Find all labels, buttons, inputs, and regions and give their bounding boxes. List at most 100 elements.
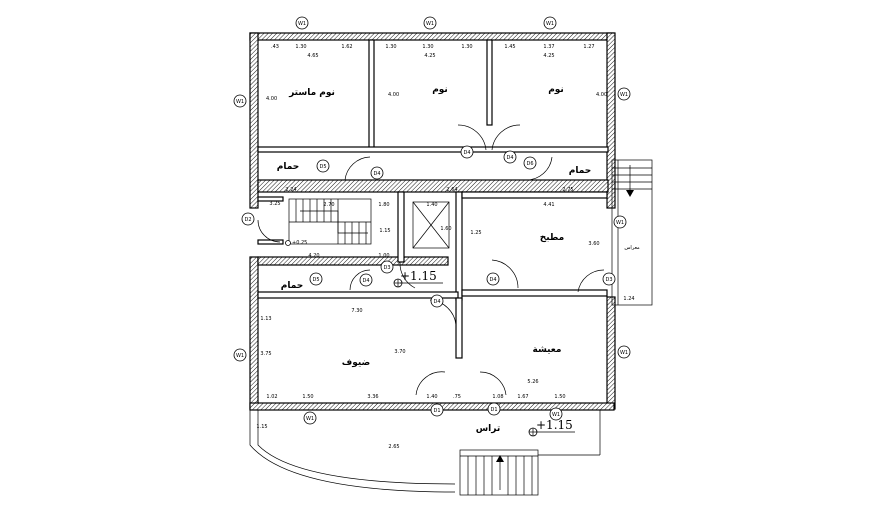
staircase (288, 198, 450, 249)
svg-text:3.25: 3.25 (269, 201, 280, 207)
tag-d1-1: D1 (430, 403, 444, 417)
tag-d3-1: D3 (380, 260, 394, 274)
svg-text:D5: D5 (312, 277, 319, 283)
room-label-bath-3: حمام (281, 281, 304, 291)
level-mark-1: +1.15 (400, 269, 437, 283)
room-label-master: نوم ماستر (288, 88, 335, 98)
svg-text:D4: D4 (362, 278, 369, 284)
svg-text:2.64: 2.64 (446, 187, 457, 193)
svg-text:2.70: 2.70 (323, 202, 334, 208)
svg-text:4.65: 4.65 (307, 53, 318, 59)
svg-text:W1: W1 (236, 99, 244, 105)
side-steps (611, 159, 653, 306)
svg-text:1.08: 1.08 (492, 394, 503, 400)
svg-text:W1: W1 (620, 350, 628, 356)
svg-text:W1: W1 (546, 21, 554, 27)
svg-text:4.25: 4.25 (543, 53, 554, 59)
svg-text:7.30: 7.30 (351, 308, 362, 314)
door-swings (257, 124, 605, 396)
svg-text:1.24: 1.24 (623, 296, 634, 302)
tag-w1-top-3: W1 (543, 16, 557, 30)
room-label-side: معراس (624, 245, 640, 251)
room-label-terrace: تراس (476, 424, 500, 434)
tag-d3-2: D3 (602, 272, 616, 286)
svg-text:1.30: 1.30 (422, 44, 433, 50)
room-label-guest: ضيوف (342, 358, 370, 368)
terrace-outline (249, 410, 601, 493)
svg-text:1.40: 1.40 (426, 394, 437, 400)
level-marks: +1.15 +1.15 +0.25 (285, 240, 575, 437)
svg-text:1.62: 1.62 (341, 44, 352, 50)
svg-text:D3: D3 (383, 265, 390, 271)
room-label-kitchen: مطبخ (540, 233, 565, 243)
tag-w1-left-2: W1 (233, 348, 247, 362)
svg-text:3.36: 3.36 (367, 394, 378, 400)
svg-text:1.50: 1.50 (302, 394, 313, 400)
svg-text:2.24: 2.24 (285, 187, 296, 193)
tag-w1-right-2: W1 (617, 345, 631, 359)
svg-text:1.67: 1.67 (517, 394, 528, 400)
svg-text:4.00: 4.00 (596, 92, 607, 98)
svg-text:W1: W1 (620, 92, 628, 98)
tag-w1-bottom-2: W1 (549, 407, 563, 421)
svg-text:D4: D4 (463, 150, 470, 156)
element-tags: W1 W1 W1 W1 W1 W1 W1 W1 W1 W1 D2 D3 D3 D… (233, 16, 631, 425)
svg-text:2.65: 2.65 (388, 444, 399, 450)
svg-text:.43: .43 (271, 44, 279, 50)
tag-w1-bottom-1: W1 (303, 411, 317, 425)
svg-text:D4: D4 (489, 277, 496, 283)
svg-text:D3: D3 (605, 277, 612, 283)
svg-text:1.25: 1.25 (470, 230, 481, 236)
svg-text:D4: D4 (506, 155, 513, 161)
svg-text:3.75: 3.75 (260, 351, 271, 357)
interior-walls (257, 39, 609, 359)
room-label-bedroom-2: نوم (548, 85, 564, 95)
svg-text:D1: D1 (490, 407, 497, 413)
svg-text:4.20: 4.20 (308, 253, 319, 259)
tag-d5-2: D5 (309, 272, 323, 286)
svg-text:D4: D4 (373, 171, 380, 177)
svg-text:1.00: 1.00 (378, 253, 389, 259)
svg-text:1.60: 1.60 (440, 226, 451, 232)
tag-w1-top-2: W1 (423, 16, 437, 30)
svg-text:D2: D2 (244, 217, 251, 223)
svg-text:D6: D6 (526, 161, 533, 167)
svg-text:4.00: 4.00 (266, 96, 277, 102)
dimensions: .43 1.30 1.62 1.30 1.30 1.30 1.45 1.37 1… (256, 44, 634, 450)
svg-text:4.25: 4.25 (424, 53, 435, 59)
tag-d4-6: D4 (430, 294, 444, 308)
entrance-steps (459, 449, 539, 496)
tag-w1-top-1: W1 (295, 16, 309, 30)
svg-text:1.30: 1.30 (295, 44, 306, 50)
svg-text:1.40: 1.40 (426, 202, 437, 208)
svg-text:1.80: 1.80 (378, 202, 389, 208)
svg-text:W1: W1 (426, 21, 434, 27)
tag-d1-2: D1 (487, 402, 501, 416)
svg-text:3.60: 3.60 (588, 241, 599, 247)
svg-text:1.13: 1.13 (260, 316, 271, 322)
svg-text:W1: W1 (552, 412, 560, 418)
svg-text:W1: W1 (298, 21, 306, 27)
svg-text:W1: W1 (236, 353, 244, 359)
room-label-bedroom-1: نوم (432, 85, 448, 95)
tag-w1-right-1: W1 (617, 87, 631, 101)
level-mark-3: +0.25 (292, 240, 307, 246)
svg-text:4.41: 4.41 (543, 202, 554, 208)
svg-text:W1: W1 (306, 416, 314, 422)
svg-text:.75: .75 (453, 394, 461, 400)
tag-w1-left-1: W1 (233, 94, 247, 108)
room-label-bath-2: حمام (569, 166, 592, 176)
tag-d4-2: D4 (503, 150, 517, 164)
svg-text:D4: D4 (433, 299, 440, 305)
svg-text:1.15: 1.15 (256, 424, 267, 430)
room-labels: نوم ماستر نوم نوم حمام حمام حمام مطبخ ضي… (277, 85, 640, 434)
tag-d4-4: D4 (359, 273, 373, 287)
room-label-living: معيشة (533, 345, 562, 355)
svg-text:1.50: 1.50 (554, 394, 565, 400)
svg-text:5.26: 5.26 (527, 379, 538, 385)
tag-d5-1: D5 (316, 159, 330, 173)
svg-text:1.30: 1.30 (385, 44, 396, 50)
svg-text:1.37: 1.37 (543, 44, 554, 50)
svg-text:3.70: 3.70 (394, 349, 405, 355)
